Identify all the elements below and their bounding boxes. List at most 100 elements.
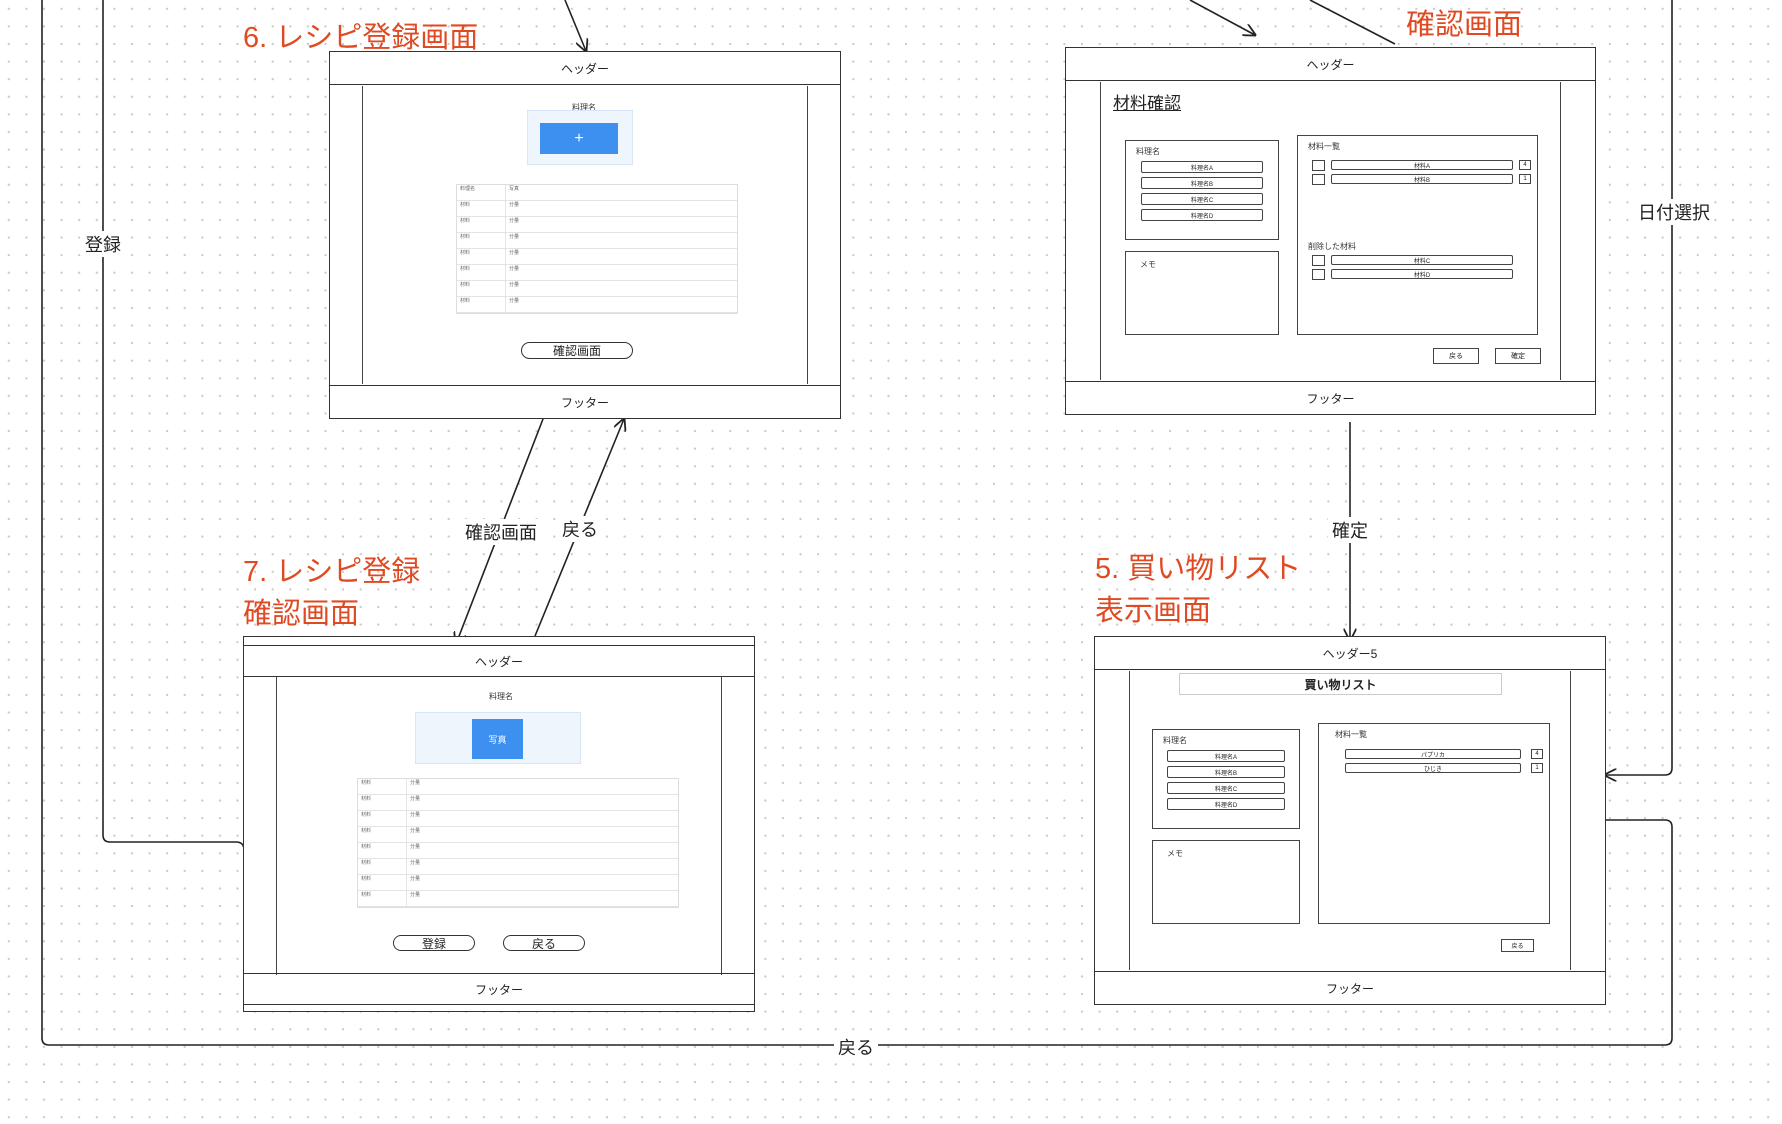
table-cell: 分量 — [410, 844, 421, 850]
line-register — [102, 0, 245, 860]
edge-label-confirm-screen: 確認画面 — [461, 519, 541, 545]
table-cell: 材料 — [358, 875, 407, 890]
table-row: 材料分量 — [457, 233, 737, 249]
arrow-into-screen6 — [564, 0, 586, 51]
screen6-frame: ヘッダー 料理名 + 料理名写真材料分量材料分量材料分量材料分量材料分量材料分量… — [329, 51, 841, 419]
table-row: 材料分量 — [358, 891, 678, 907]
screen6-photo-add-button[interactable]: + — [540, 123, 618, 154]
screen7-right-gutter — [721, 677, 754, 975]
dish-button[interactable]: 料理名C — [1167, 782, 1285, 794]
dish-button[interactable]: 料理名D — [1141, 209, 1263, 221]
table-row: 材料分量 — [457, 217, 737, 233]
table-row: 材料分量 — [358, 859, 678, 875]
confirm-right-gutter — [1560, 82, 1595, 380]
screen5-header: ヘッダー5 — [1095, 637, 1605, 670]
ingredient-checkbox[interactable] — [1312, 174, 1325, 185]
screen5-footer: フッター — [1095, 971, 1605, 1004]
table-cell: 分量 — [410, 876, 421, 882]
dish-button[interactable]: 料理名A — [1141, 161, 1263, 173]
table-row: 材料分量 — [358, 811, 678, 827]
dish-button[interactable]: 料理名B — [1167, 766, 1285, 778]
table-cell: 材料 — [358, 891, 407, 906]
ingredient-name: ひじき — [1345, 763, 1521, 773]
table-row: 材料分量 — [457, 265, 737, 281]
ingredient-name: パプリカ — [1345, 749, 1521, 759]
ingredient-name: 材料B — [1331, 174, 1513, 184]
table-cell: 材料 — [358, 779, 407, 794]
screen5-memo-label: メモ — [1167, 849, 1183, 858]
confirm-deleted-title: 削除した材料 — [1308, 242, 1356, 251]
dish-button[interactable]: 料理名C — [1141, 193, 1263, 205]
table-cell: 分量 — [410, 796, 421, 802]
screen5-left-gutter — [1095, 671, 1130, 970]
screen7-title-line1: 7. レシピ登録 — [243, 556, 421, 588]
table-cell: 分量 — [509, 202, 520, 208]
screen6-dish-name: 料理名 — [572, 103, 596, 112]
table-cell: 分量 — [410, 780, 421, 786]
table-cell: 分量 — [410, 892, 421, 898]
confirm-dish-panel-title: 料理名 — [1136, 147, 1160, 156]
table-cell: 料理名 — [457, 185, 506, 200]
table-cell: 分量 — [509, 250, 520, 256]
ingredient-checkbox[interactable] — [1312, 269, 1325, 280]
screen7-back-button[interactable]: 戻る — [503, 935, 585, 951]
confirm-memo-panel: メモ — [1125, 251, 1279, 335]
screen5-heading-box: 買い物リスト — [1179, 673, 1502, 695]
table-cell: 材料 — [457, 201, 506, 216]
confirm-header: ヘッダー — [1066, 48, 1595, 81]
table-row: 材料分量 — [358, 875, 678, 891]
screen6-footer: フッター — [330, 385, 840, 418]
table-row: 料理名写真 — [457, 185, 737, 201]
line-confirm-title — [1309, 0, 1396, 45]
ingredient-checkbox[interactable] — [1312, 255, 1325, 266]
ingredient-qty[interactable]: 4 — [1519, 160, 1531, 170]
dish-button[interactable]: 料理名B — [1141, 177, 1263, 189]
table-cell: 分量 — [509, 282, 520, 288]
screen7-title-line2: 確認画面 — [243, 598, 360, 630]
confirm-screen-title: 確認画面 — [1406, 9, 1523, 41]
ingredient-name: 材料D — [1331, 269, 1513, 279]
ingredient-qty[interactable]: 4 — [1531, 749, 1543, 759]
screen5-title-line2: 表示画面 — [1095, 595, 1212, 627]
table-cell: 材料 — [457, 233, 506, 248]
table-cell: 材料 — [358, 843, 407, 858]
screen5-memo-panel: メモ — [1152, 840, 1300, 924]
screen6-left-gutter — [330, 86, 363, 384]
table-row: 材料分量 — [358, 779, 678, 795]
dish-button[interactable]: 料理名D — [1167, 798, 1285, 810]
confirm-dish-panel: 料理名 料理名A 料理名B 料理名C 料理名D — [1125, 140, 1279, 240]
edge-label-date-select: 日付選択 — [1634, 199, 1714, 225]
edge-label-register: 登録 — [81, 231, 125, 257]
screen6-header: ヘッダー — [330, 52, 840, 85]
screen5-title-line1: 5. 買い物リスト — [1095, 553, 1302, 585]
arrow-date-select — [1605, 0, 1673, 775]
screen5-right-gutter — [1570, 671, 1605, 970]
confirm-back-button[interactable]: 戻る — [1433, 348, 1479, 364]
edge-label-back-bottom: 戻る — [834, 1034, 878, 1060]
table-cell: 写真 — [509, 186, 520, 192]
screen6-confirm-button[interactable]: 確認画面 — [521, 342, 633, 359]
screen7-photo: 写真 — [472, 719, 523, 759]
confirm-decide-button[interactable]: 確定 — [1495, 348, 1541, 364]
screen5-back-button[interactable]: 戻る — [1501, 939, 1534, 952]
ingredient-checkbox[interactable] — [1312, 160, 1325, 171]
ingredient-qty[interactable]: 1 — [1531, 763, 1543, 773]
table-row: 材料分量 — [358, 795, 678, 811]
confirm-left-gutter — [1066, 82, 1101, 380]
table-row: 材料分量 — [358, 843, 678, 859]
screen7-register-button[interactable]: 登録 — [393, 935, 475, 951]
line-back-bottom — [41, 0, 1673, 1046]
dish-button[interactable]: 料理名A — [1167, 750, 1285, 762]
ingredient-qty[interactable]: 1 — [1519, 174, 1531, 184]
screen7-frame: ヘッダー 料理名 写真 材料分量材料分量材料分量材料分量材料分量材料分量材料分量… — [243, 636, 755, 1012]
screen7-footer: フッター — [244, 973, 754, 1005]
screen7-ingredient-table: 材料分量材料分量材料分量材料分量材料分量材料分量材料分量材料分量 — [357, 778, 679, 908]
table-cell: 材料 — [457, 281, 506, 296]
screen7-dish-name: 料理名 — [489, 692, 513, 701]
table-cell: 材料 — [358, 795, 407, 810]
screen6-right-gutter — [807, 86, 840, 384]
confirm-memo-label: メモ — [1140, 260, 1156, 269]
